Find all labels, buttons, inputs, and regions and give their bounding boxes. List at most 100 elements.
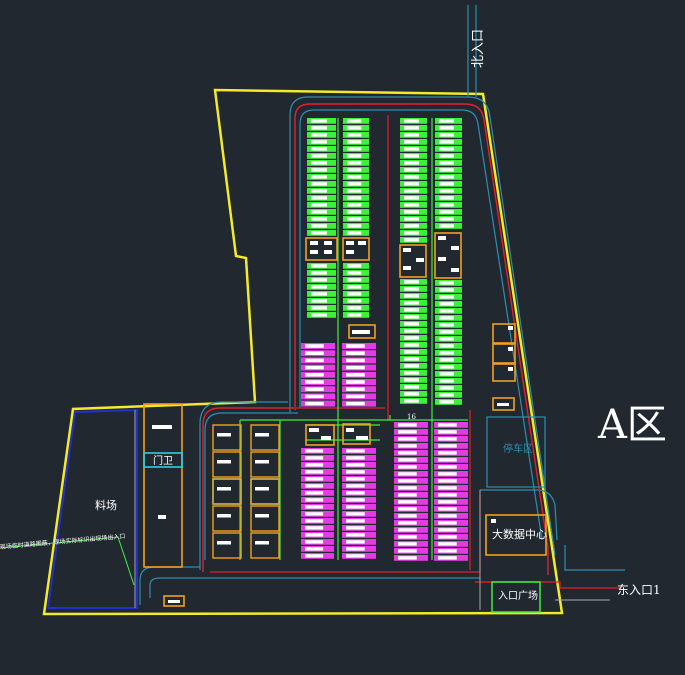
magenta-block-d-row-mark [346, 547, 365, 551]
magenta-block-f-row-mark [438, 521, 457, 525]
green-block-e-row-mark [404, 119, 419, 123]
magenta-block-c-row-mark [305, 505, 324, 509]
magenta-block-a-row-mark [305, 380, 324, 384]
green-block-c-row-mark [347, 147, 362, 151]
green-block-h-row-mark [439, 330, 454, 334]
parking-area [486, 416, 546, 488]
green-block-g-row-mark [439, 133, 454, 137]
green-block-c-row-mark [347, 133, 362, 137]
magenta-block-e-row-mark [398, 542, 417, 546]
magenta-block-b-row-mark [346, 351, 365, 355]
magenta-block-a-row-mark [305, 365, 324, 370]
green-block-f-row-mark [404, 385, 419, 389]
white-mark [491, 519, 496, 523]
green-block-h-row-mark [439, 309, 454, 313]
green-block-h [435, 280, 462, 405]
green-block-e-row-mark [404, 203, 419, 207]
green-block-a [307, 118, 336, 236]
green-block-h-row-mark [439, 358, 454, 362]
green-block-f-row-mark [404, 308, 419, 312]
green-block-e-row-mark [404, 133, 419, 137]
small-warehouse-mark [217, 514, 231, 518]
magenta-block-b-row-mark [346, 387, 365, 391]
magenta-block-c-row-mark [305, 498, 324, 502]
small-warehouse [250, 424, 280, 451]
magenta-block-f-row-mark [438, 507, 457, 511]
green-block-e-row-mark [404, 147, 419, 151]
green-block-f-row-mark [404, 357, 419, 361]
magenta-block-e-row-mark [398, 500, 417, 504]
green-block-c-row-mark [347, 189, 362, 193]
magenta-block-d-row-mark [346, 533, 365, 537]
magenta-block-e-row-mark [398, 472, 417, 476]
green-block-h-row-mark [439, 393, 454, 397]
magenta-block-a [301, 343, 335, 407]
magenta-block-b-row-mark [346, 380, 365, 384]
small-warehouse [212, 478, 242, 505]
white-mark [451, 268, 459, 272]
white-mark [168, 600, 180, 603]
green-block-g-row-mark [439, 175, 454, 179]
zone-label: A区 [597, 402, 667, 448]
green-block-e-row-mark [404, 196, 419, 200]
magenta-block-d-row-mark [346, 470, 365, 474]
green-block-c-row-mark [347, 231, 362, 235]
magenta-block-e-row-mark [398, 479, 417, 483]
magenta-block-f-row-mark [438, 430, 457, 434]
green-block-h-row-mark [439, 302, 454, 306]
green-block-g-row-mark [439, 119, 454, 123]
green-block-f-row-mark [404, 329, 419, 333]
green-block-g-row-mark [439, 224, 454, 228]
green-block-b [307, 263, 336, 318]
north-entrance-label: 北入口 [471, 29, 486, 68]
white-mark [309, 428, 319, 432]
magenta-block-a-row-mark [305, 358, 324, 363]
red-road-loop [202, 103, 549, 575]
magenta-block-d-row-mark [346, 540, 365, 544]
green-block-e-row-mark [404, 224, 419, 228]
magenta-block-d-row-mark [346, 498, 365, 502]
white-mark [508, 367, 513, 371]
green-block-a-row-mark [311, 231, 327, 235]
material-yard-label: 料场 [95, 498, 117, 512]
green-block-e [400, 118, 427, 243]
row-number-label: 16 [407, 413, 416, 421]
green-block-f-row-mark [404, 301, 419, 305]
green-block-g-row-mark [439, 196, 454, 200]
white-mark [508, 347, 513, 351]
white-mark [152, 425, 172, 429]
green-block-b-row-mark [311, 299, 327, 303]
magenta-block-c-row-mark [305, 554, 324, 558]
green-block-h-row-mark [439, 281, 454, 285]
green-block-d-row-mark [347, 313, 362, 317]
magenta-block-f-row-mark [438, 535, 457, 539]
green-block-h-row-mark [439, 351, 454, 355]
magenta-block-d-row-mark [346, 449, 365, 453]
green-block-c-row-mark [347, 154, 362, 158]
magenta-block-b-row-mark [346, 358, 365, 363]
small-warehouse-mark [217, 433, 231, 437]
magenta-block-c [301, 448, 334, 559]
magenta-block-e-row-mark [398, 465, 417, 469]
small-warehouse-mark [255, 514, 269, 518]
green-block-c-row-mark [347, 182, 362, 186]
magenta-block-d-row-mark [346, 512, 365, 516]
green-block-f-row-mark [404, 399, 419, 403]
magenta-block-e-row-mark [398, 521, 417, 525]
green-block-f-row-mark [404, 364, 419, 368]
site-note: 现场临时道路围蔽，现场实际标识出现场出入口 [0, 532, 126, 551]
green-block-c-row-mark [347, 203, 362, 207]
magenta-block-b-row-mark [346, 365, 365, 370]
white-mark [346, 250, 354, 254]
green-block-d-row-mark [347, 292, 362, 296]
small-warehouse-mark [255, 433, 269, 437]
gray-lines [134, 410, 610, 610]
green-block-h-row-mark [439, 365, 454, 369]
green-block-d-row-mark [347, 264, 362, 268]
green-block-e-row-mark [404, 182, 419, 186]
magenta-block-a-row-mark [305, 373, 324, 377]
green-block-c-row-mark [347, 126, 362, 130]
white-mark [158, 515, 166, 519]
magenta-block-f-row-mark [438, 472, 457, 476]
white-mark [497, 403, 509, 406]
